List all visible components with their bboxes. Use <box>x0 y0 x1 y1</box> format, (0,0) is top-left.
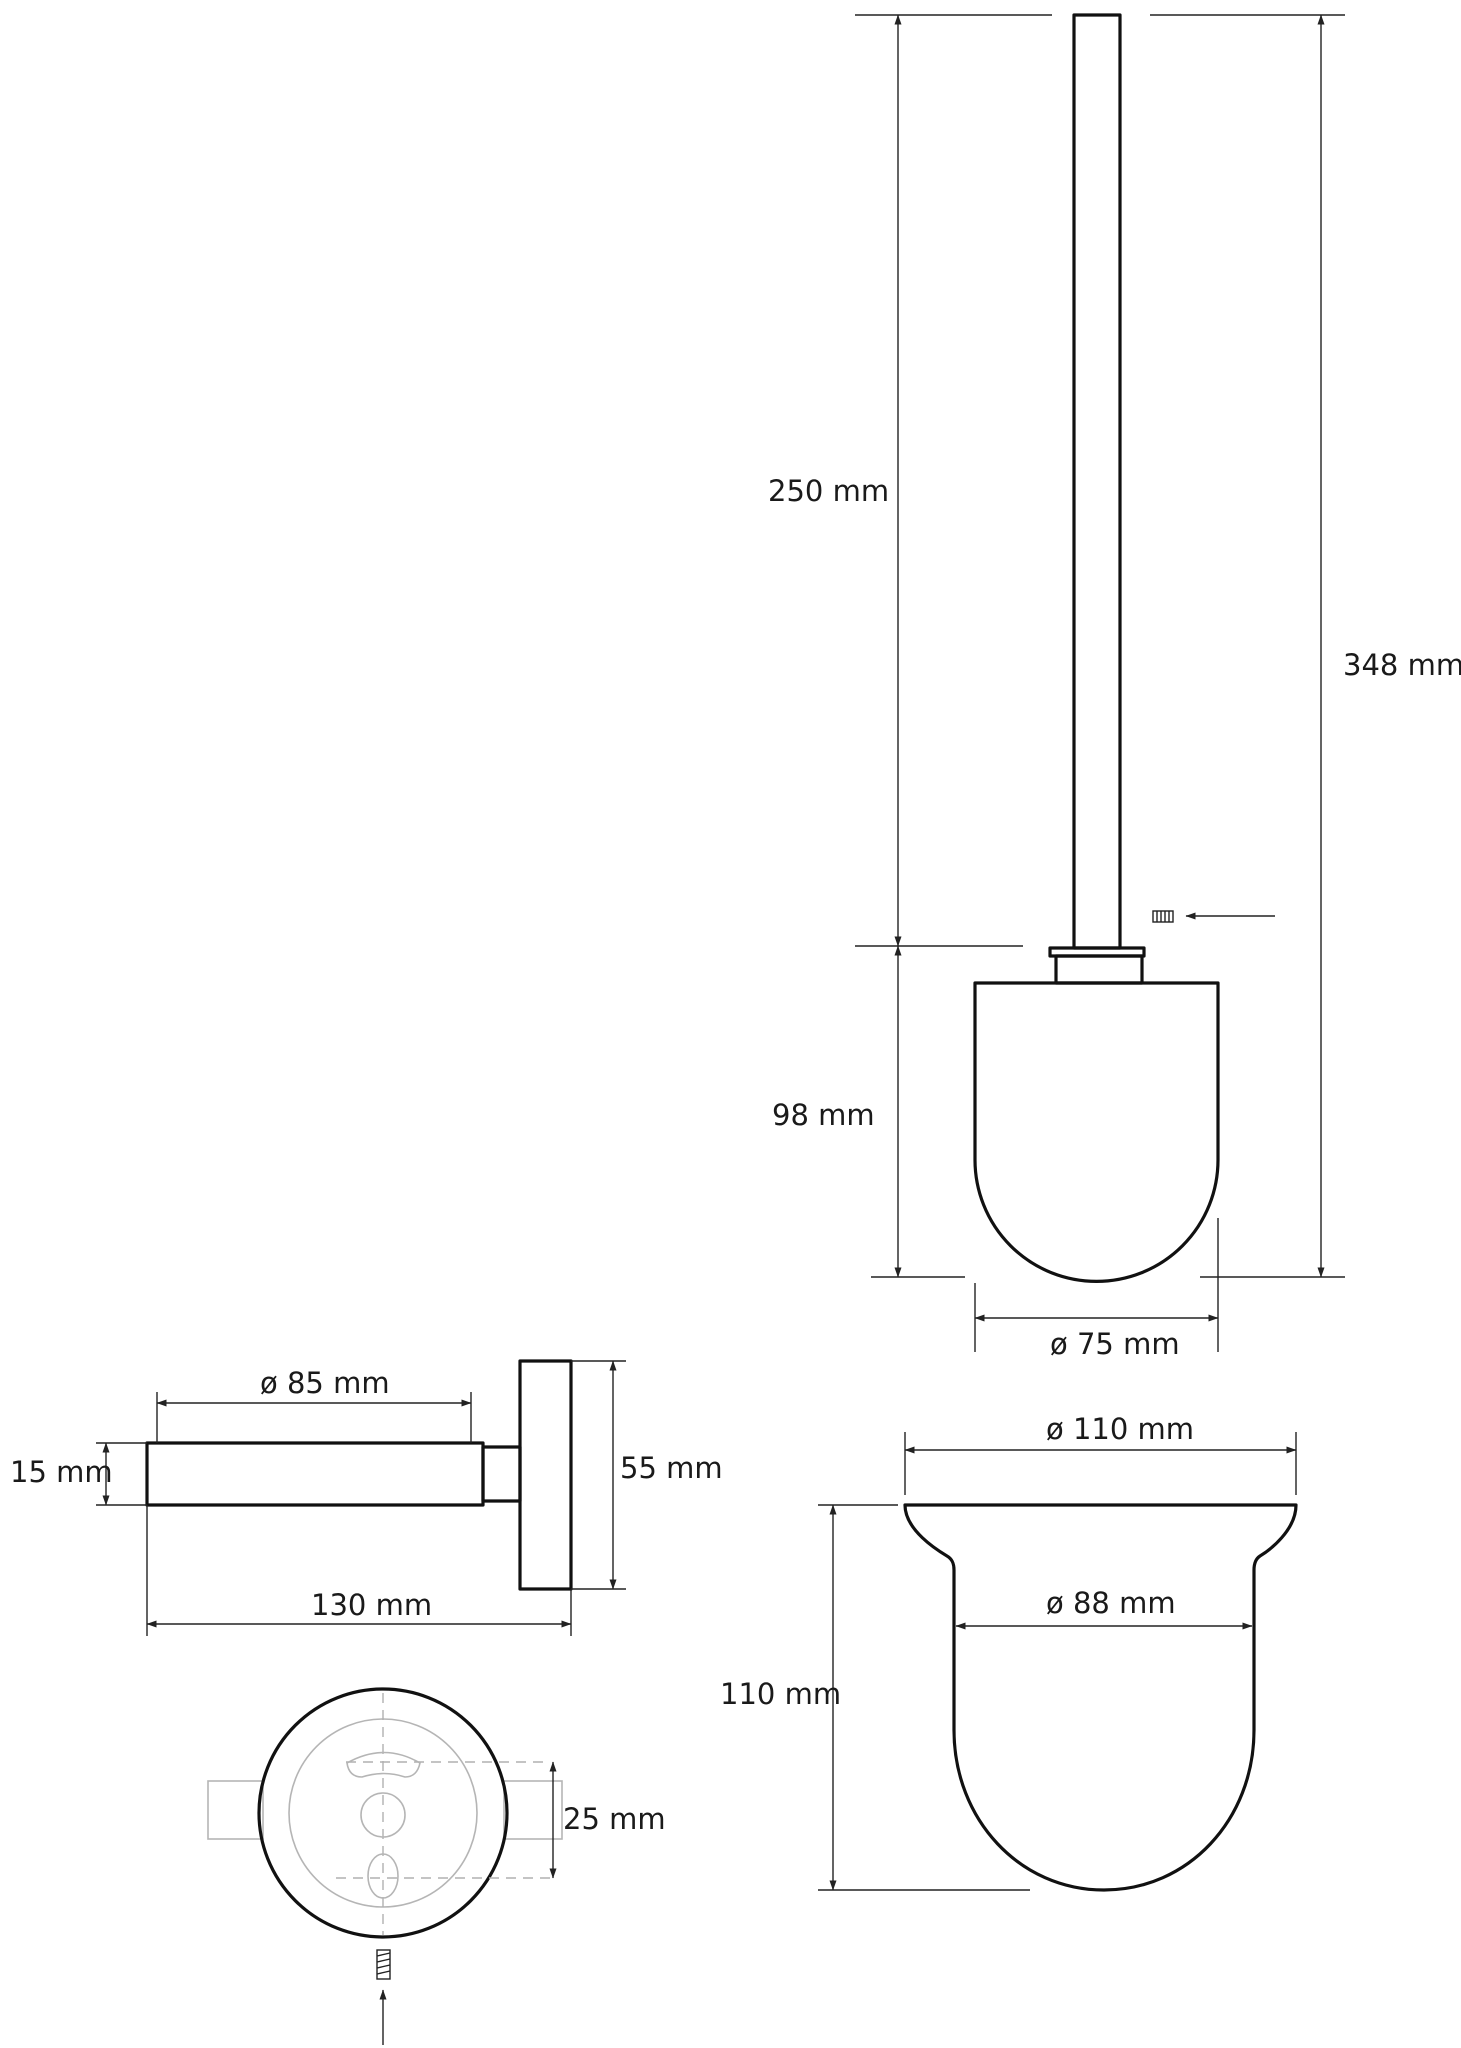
arm-length-label: ø 85 mm <box>260 1366 390 1400</box>
head-height-label: 98 mm <box>772 1098 875 1132</box>
total-height-label: 348 mm <box>1343 648 1461 682</box>
cup-height-label: 110 mm <box>720 1677 841 1711</box>
brush-connector <box>1054 954 1144 985</box>
toilet-brush <box>973 13 1275 1284</box>
brush-head <box>973 981 1220 1284</box>
brush-handle <box>1072 13 1122 950</box>
brush-cup <box>903 1503 1298 1892</box>
wall-holder-side-view <box>145 1359 573 1591</box>
cup-rim-label: ø 110 mm <box>1046 1412 1194 1446</box>
holder-dimensions: ø 85 mm 15 mm 55 mm 130 mm <box>10 1360 723 1636</box>
brush-dimensions: 250 mm 98 mm 348 mm ø 75 mm <box>768 14 1461 1361</box>
wall-plate <box>518 1359 573 1591</box>
holder-depth-label: 130 mm <box>311 1588 432 1622</box>
arm-behind-left <box>207 1780 264 1840</box>
arm-thickness-label: 15 mm <box>10 1455 113 1489</box>
cup-outline <box>903 1503 1298 1892</box>
arm-neck <box>481 1445 522 1503</box>
cup-inner-label: ø 88 mm <box>1046 1586 1176 1620</box>
hole-spacing-label: 25 mm <box>563 1802 666 1836</box>
plate-height-label: 55 mm <box>620 1451 723 1485</box>
keyhole-slot-icon <box>346 1751 421 1778</box>
center-hole-icon <box>360 1792 406 1838</box>
set-screw-icon <box>1152 910 1174 923</box>
arm-behind-right <box>503 1780 563 1840</box>
mounting-screw-icon <box>376 1949 391 1980</box>
bottom-slot-icon <box>367 1853 399 1899</box>
wall-plate-outline <box>257 1687 509 1939</box>
cup-dimensions: ø 110 mm ø 88 mm 110 mm <box>720 1412 1297 1891</box>
holder-arm <box>145 1441 485 1507</box>
wall-plate-front-view: 25 mm <box>207 1687 666 2045</box>
handle-length-label: 250 mm <box>768 474 889 508</box>
head-diameter-label: ø 75 mm <box>1050 1327 1180 1361</box>
